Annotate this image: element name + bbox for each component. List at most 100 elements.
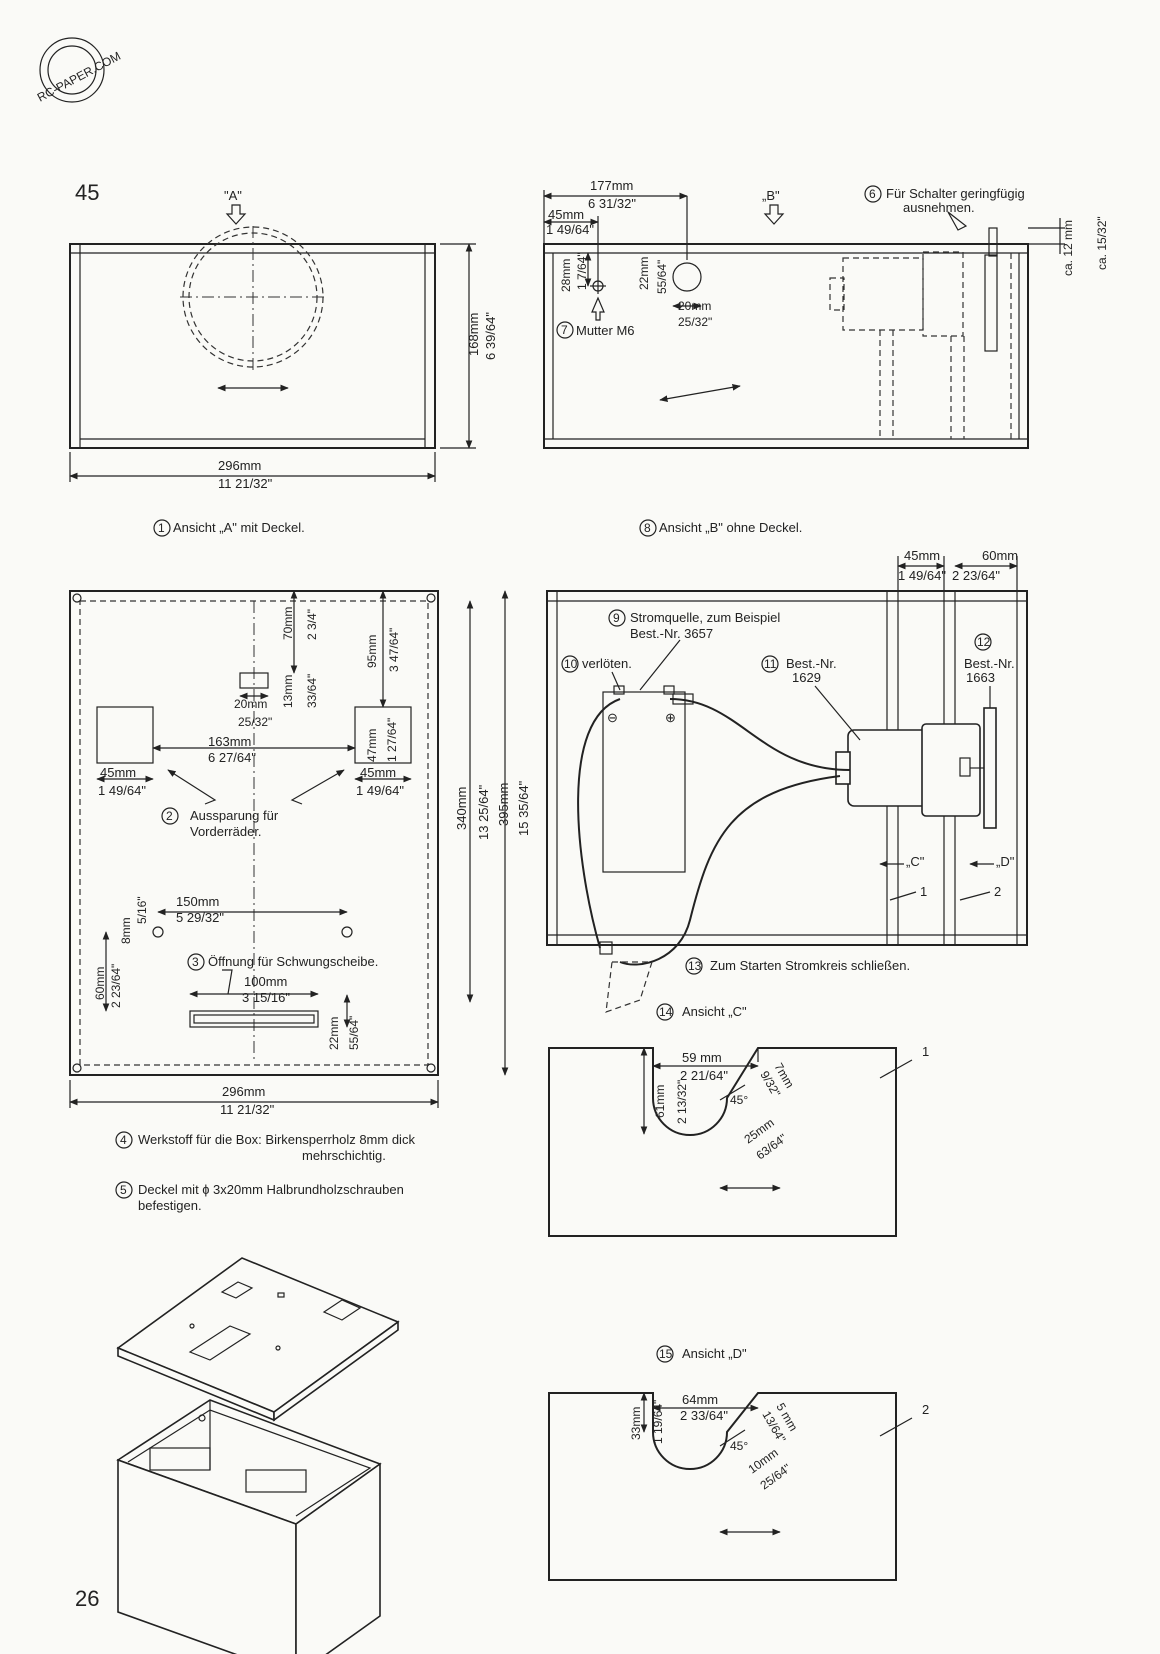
lid-left-wheel-cutout <box>96 706 154 764</box>
svg-text:61mm: 61mm <box>653 1085 667 1118</box>
figure-number: 45 <box>75 180 99 205</box>
view-b-direction-arrow <box>659 383 741 403</box>
svg-text:177mm: 177mm <box>590 178 633 193</box>
svg-text:28mm: 28mm <box>559 259 573 292</box>
svg-text:6 31/32": 6 31/32" <box>588 196 636 211</box>
svg-text:45mm: 45mm <box>100 765 136 780</box>
svg-text:2 3/4": 2 3/4" <box>305 609 319 640</box>
lid-flywheel-slot <box>189 1010 319 1028</box>
wiring-box <box>546 590 1028 946</box>
svg-text:15: 15 <box>659 1347 673 1361</box>
svg-text:7: 7 <box>561 323 568 337</box>
svg-text:„D": „D" <box>996 854 1015 869</box>
view-b-nut-label: Mutter M6 <box>576 323 635 338</box>
svg-text:2: 2 <box>166 809 173 823</box>
svg-text:9: 9 <box>613 611 620 625</box>
svg-text:13 25/64": 13 25/64" <box>476 784 491 840</box>
svg-text:Vorderräder.: Vorderräder. <box>190 824 262 839</box>
svg-text:296mm: 296mm <box>222 1084 265 1099</box>
svg-text:Öffnung für Schwungscheibe.: Öffnung für Schwungscheibe. <box>208 954 378 969</box>
svg-text:60mm: 60mm <box>93 967 107 1000</box>
watermark-logo: RC-PAPER.COM <box>35 37 123 105</box>
svg-text:⊕: ⊕ <box>665 710 676 725</box>
svg-text:45°: 45° <box>730 1093 748 1107</box>
svg-text:13mm: 13mm <box>281 675 295 708</box>
wiring-drawing: ⊖ ⊕ 9 Stromquelle, zum Beispiel Best.-Nr… <box>546 548 1028 1013</box>
svg-text:Aussparung für: Aussparung für <box>190 808 279 823</box>
svg-text:55/64": 55/64" <box>347 1016 361 1050</box>
view-b-label: „B" <box>762 188 780 203</box>
isometric-box <box>116 1257 400 1654</box>
view-b-arrow-icon <box>763 204 785 225</box>
svg-text:1 49/64": 1 49/64" <box>356 783 404 798</box>
svg-text:3: 3 <box>192 955 199 969</box>
svg-text:2 13/32": 2 13/32" <box>675 1080 689 1124</box>
svg-text:13: 13 <box>688 959 702 973</box>
svg-text:11 21/32": 11 21/32" <box>220 1102 275 1117</box>
svg-text:befestigen.: befestigen. <box>138 1198 202 1213</box>
svg-text:70mm: 70mm <box>281 607 295 640</box>
view-b-flywheel <box>984 254 998 352</box>
svg-text:45mm: 45mm <box>360 765 396 780</box>
svg-text:5/16": 5/16" <box>135 896 149 924</box>
view-d-drawing: 15 Ansicht „D" 64mm 2 33/64" 33mm 1 19/6… <box>548 1345 929 1581</box>
view-c-drawing: 14 Ansicht „C" 59 mm 2 21/64" 61mm 2 13/… <box>548 1003 929 1237</box>
svg-text:1: 1 <box>920 884 927 899</box>
svg-text:45mm: 45mm <box>548 207 584 222</box>
svg-text:2 33/64": 2 33/64" <box>680 1408 728 1423</box>
watermark-text: RC-PAPER.COM <box>35 49 123 105</box>
top-view-drawing: 70mm 2 3/4" 13mm 33/64" 95mm 3 47/64" 20… <box>69 590 531 1213</box>
svg-text:5 29/32": 5 29/32" <box>176 910 224 925</box>
svg-text:1 49/64": 1 49/64" <box>898 568 946 583</box>
view-b-drawing: „B" 177mm 6 31/32" 45mm 1 49/64" <box>543 178 1109 537</box>
material-note: Werkstoff für die Box: Birkensperrholz 8… <box>138 1132 415 1147</box>
svg-text:2: 2 <box>922 1402 929 1417</box>
page-number: 26 <box>75 1586 99 1611</box>
view-b-axle-hole <box>672 262 702 292</box>
svg-text:64mm: 64mm <box>682 1392 718 1407</box>
svg-text:12: 12 <box>977 635 991 649</box>
svg-text:10: 10 <box>564 657 578 671</box>
svg-text:395mm: 395mm <box>496 783 511 826</box>
svg-text:59 mm: 59 mm <box>682 1050 722 1065</box>
motor-switch <box>959 757 971 777</box>
lid-screw-hole-left <box>152 926 164 938</box>
svg-text:33/64": 33/64" <box>305 674 319 708</box>
svg-text:25/32": 25/32" <box>678 315 712 329</box>
view-a-height-in: 6 39/64" <box>483 312 498 360</box>
svg-text:47mm: 47mm <box>365 729 379 762</box>
wire-positive <box>669 698 851 771</box>
svg-text:45mm: 45mm <box>904 548 940 563</box>
svg-text:163mm: 163mm <box>208 734 251 749</box>
svg-text:1: 1 <box>922 1044 929 1059</box>
wire-negative <box>577 698 621 949</box>
svg-text:150mm: 150mm <box>176 894 219 909</box>
svg-text:45°: 45° <box>730 1439 748 1453</box>
svg-text:8mm: 8mm <box>119 917 133 944</box>
svg-text:8: 8 <box>644 521 651 535</box>
iso-lid <box>116 1257 400 1413</box>
top-view-box <box>69 590 439 1076</box>
svg-text:Best.-Nr.: Best.-Nr. <box>964 656 1015 671</box>
lid-right-wheel-cutout <box>354 706 412 764</box>
svg-text:22mm: 22mm <box>327 1017 341 1050</box>
svg-text:1 49/64": 1 49/64" <box>98 783 146 798</box>
svg-text:2 23/64": 2 23/64" <box>109 964 123 1008</box>
svg-text:60mm: 60mm <box>982 548 1018 563</box>
svg-text:2 21/64": 2 21/64" <box>680 1068 728 1083</box>
svg-text:3 15/16": 3 15/16" <box>242 990 290 1005</box>
view-b-box <box>543 243 1029 449</box>
lid-note: Deckel mit ɸ 3x20mm Halbrundholzschraube… <box>138 1182 404 1197</box>
view-a-width-in: 11 21/32" <box>218 476 273 491</box>
svg-text:ausnehmen.: ausnehmen. <box>903 200 975 215</box>
svg-text:1: 1 <box>158 521 165 535</box>
view-b-motor-hidden <box>842 257 924 331</box>
start-note: Zum Starten Stromkreis schließen. <box>710 958 910 973</box>
svg-text:2: 2 <box>994 884 1001 899</box>
svg-text:340mm: 340mm <box>454 787 469 830</box>
svg-text:Best.-Nr.: Best.-Nr. <box>786 656 837 671</box>
view-a-caption: Ansicht „A" mit Deckel. <box>173 520 305 535</box>
svg-text:5: 5 <box>120 1183 127 1197</box>
svg-text:20mm: 20mm <box>234 697 267 711</box>
